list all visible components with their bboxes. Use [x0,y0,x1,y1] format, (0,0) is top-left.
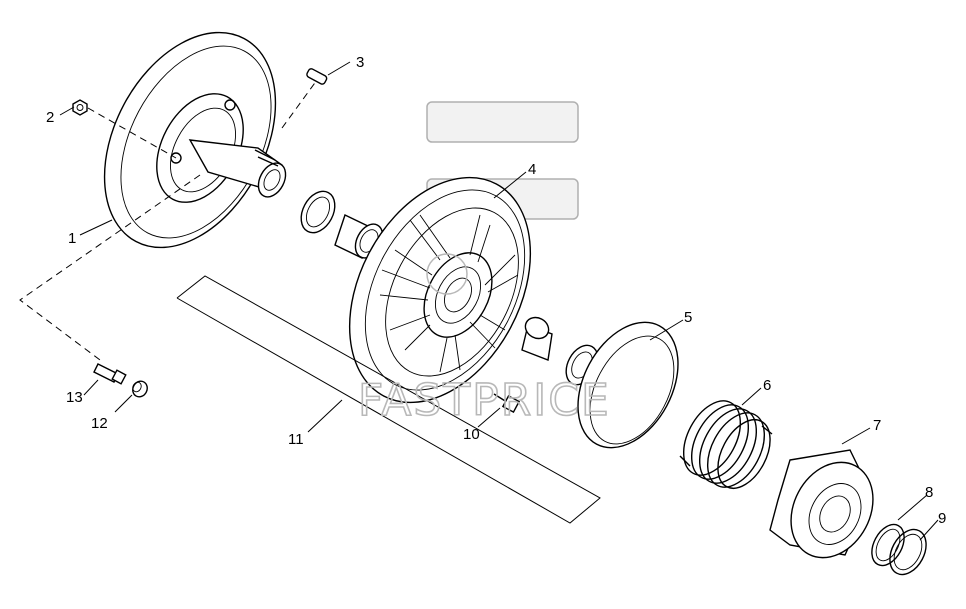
callout-11: 11 [288,431,304,448]
assembly-dashed-lines [19,79,318,361]
callout-labels: 1 2 3 4 5 6 7 8 9 10 11 12 13 [46,54,946,527]
part-2-nut [72,99,88,116]
callout-3: 3 [356,54,364,71]
watermark-text: FASTPRICE [358,375,611,426]
callout-7: 7 [873,417,881,434]
watermark-box-top [426,101,579,143]
part-8-ring [871,523,905,567]
callout-1: 1 [68,230,76,247]
callout-13: 13 [66,389,83,406]
part-7-cam [769,449,874,559]
callout-8: 8 [925,484,933,501]
part-1-fixed-sheave [103,31,287,249]
callout-10: 10 [463,426,480,443]
callout-4: 4 [528,161,536,178]
bushing-left [300,190,384,259]
group-bracket-11 [176,275,601,524]
callout-2: 2 [46,109,54,126]
callout-12: 12 [91,415,108,432]
part-6-spring [679,400,773,489]
part-12-nut [132,380,148,398]
watermark-circle [426,253,468,295]
part-13-bolt [93,363,127,385]
callout-5: 5 [684,309,692,326]
part-9-circlip [889,528,927,576]
part-10-screw [493,393,521,414]
part-4-movable-sheave [348,176,532,404]
part-3-pin [306,68,328,85]
leader-lines [59,61,939,541]
callout-6: 6 [763,377,771,394]
part-5-band [577,321,679,449]
callout-9: 9 [938,510,946,527]
